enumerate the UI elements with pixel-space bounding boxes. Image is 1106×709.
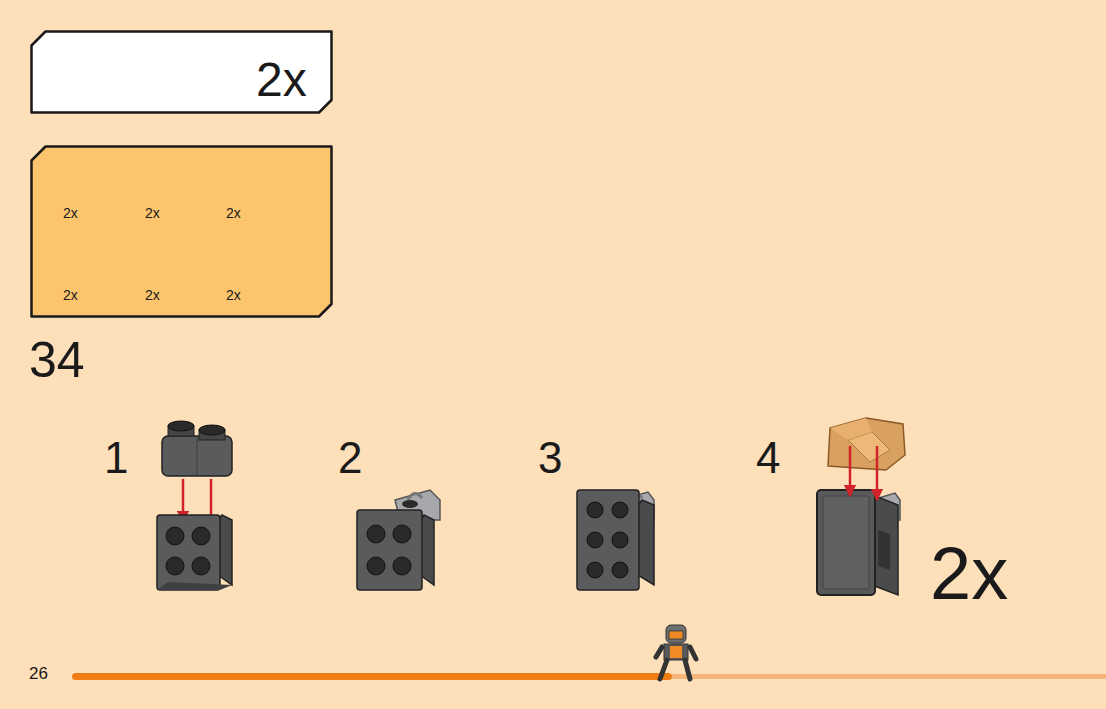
bracket-assembly	[577, 490, 654, 590]
drawing-part	[357, 510, 422, 590]
substep-number: 4	[756, 433, 780, 484]
drawing-part	[199, 425, 225, 435]
drawing-part	[587, 532, 603, 548]
drawing-part	[670, 646, 682, 658]
drawing-part	[166, 527, 184, 545]
drawing-part	[612, 502, 628, 518]
drawing-part	[393, 525, 411, 543]
substep-number: 1	[104, 433, 128, 484]
drawing-part	[157, 515, 220, 590]
progress-bar	[72, 673, 1106, 680]
drawing-part	[828, 418, 905, 470]
drawing-part	[166, 527, 210, 575]
bracket	[157, 515, 232, 590]
drawing-part	[656, 647, 696, 679]
tan-slope	[828, 418, 905, 470]
drawing-part	[587, 502, 628, 578]
drawing-part	[612, 562, 628, 578]
brick-1x2	[162, 421, 232, 476]
drawing-part	[666, 625, 686, 643]
quantity-label: 2x	[256, 52, 307, 107]
box-shape	[32, 32, 332, 113]
quantity-label: 2x	[63, 205, 78, 221]
parts-list-box: 2x 2x 2x 2x 2x 2x	[30, 145, 333, 318]
quantity-label: 2x	[145, 287, 160, 303]
substep-number: 3	[538, 433, 562, 484]
drawing-part	[367, 557, 385, 575]
drawing-part	[823, 496, 869, 589]
drawing-part	[830, 418, 872, 440]
drawing-part	[393, 557, 411, 575]
drawing-part	[166, 557, 184, 575]
drawing-part	[367, 525, 411, 575]
step-number: 34	[29, 332, 85, 390]
drawing-part	[192, 527, 210, 545]
drawing-part	[157, 582, 232, 590]
page-number: 26	[29, 664, 48, 684]
substep-number: 2	[338, 433, 362, 484]
drawing-part	[162, 436, 232, 476]
drawing-part	[192, 557, 210, 575]
drawing-part	[817, 490, 875, 595]
drawing-part	[577, 490, 639, 590]
drawing-part	[197, 438, 198, 476]
box-shape	[32, 147, 332, 317]
quantity-label: 2x	[63, 287, 78, 303]
drawing-part	[669, 631, 683, 639]
drawing-part	[72, 673, 672, 680]
drawing-part	[408, 493, 422, 500]
drawing-part	[849, 446, 852, 496]
quantity: 2x	[930, 531, 1008, 616]
parts-needed-box: 2x	[30, 30, 333, 114]
drawing-part	[878, 530, 890, 570]
bracket-with-clip	[357, 490, 440, 590]
drawing-part	[168, 421, 194, 431]
drawing-part	[587, 562, 603, 578]
drawing-part	[876, 446, 879, 500]
drawing-part	[672, 674, 1106, 679]
red-arrows	[850, 446, 877, 500]
drawing-part	[587, 502, 603, 518]
drawing-part	[367, 525, 385, 543]
drawing-part	[612, 532, 628, 548]
tile-assembly	[817, 490, 900, 595]
minifig-icon	[656, 625, 696, 679]
quantity-label: 2x	[226, 205, 241, 221]
drawing-part	[402, 500, 418, 508]
drawing-part	[638, 500, 654, 585]
quantity-label: 2x	[226, 287, 241, 303]
quantity-label: 2x	[145, 205, 160, 221]
